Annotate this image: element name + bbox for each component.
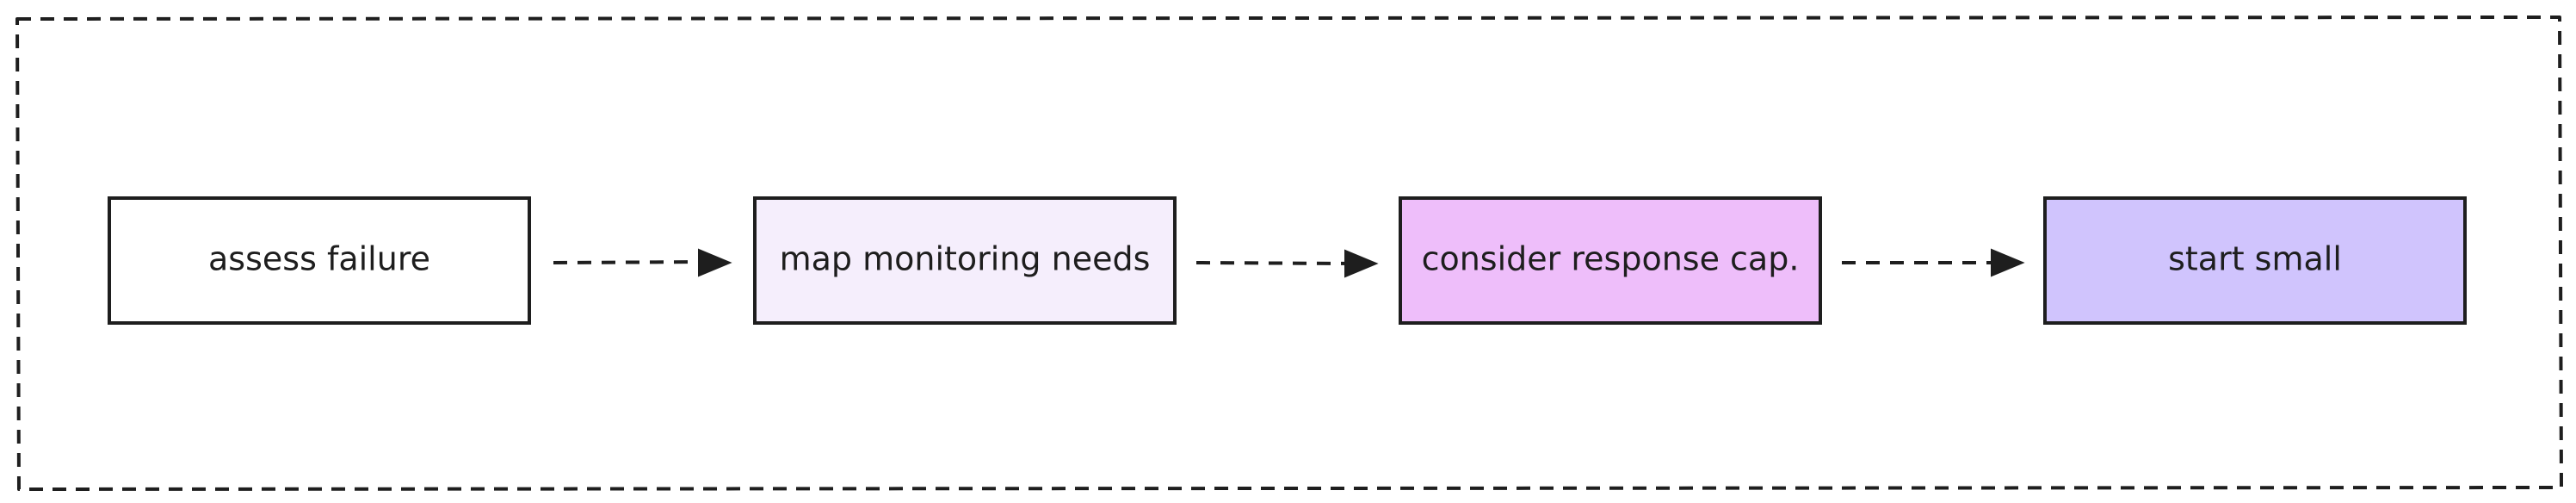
node-label-start-small: start small	[2168, 240, 2342, 278]
node-box-sketch-assess-failure	[108, 196, 531, 325]
node-assess-failure[interactable]: assess failure	[108, 196, 531, 325]
arrowhead-assess-to-map	[698, 248, 732, 277]
node-label-consider-response-cap: consider response cap.	[1422, 240, 1800, 278]
node-box-sketch-start-small	[2043, 196, 2467, 325]
arrowhead-consider-to-start	[1991, 248, 2025, 277]
node-box-sketch-consider-response-cap	[1399, 196, 1822, 325]
node-label-assess-failure: assess failure	[208, 240, 430, 278]
edge-map-to-consider	[1195, 249, 1379, 278]
node-box-sketch-map-monitoring-needs	[753, 196, 1177, 325]
node-consider-response-cap[interactable]: consider response cap.	[1399, 196, 1822, 325]
arrowhead-map-to-consider	[1344, 249, 1379, 278]
edge-line-map-to-consider	[1195, 261, 1356, 265]
node-map-monitoring-needs[interactable]: map monitoring needs	[753, 196, 1177, 325]
node-box-consider-response-cap	[1399, 196, 1822, 325]
node-label-map-monitoring-needs: map monitoring needs	[780, 240, 1151, 278]
node-box-assess-failure	[108, 196, 531, 325]
edge-line-assess-to-map	[553, 260, 710, 264]
edge-consider-to-start	[1842, 248, 2025, 277]
edge-assess-to-map	[553, 248, 732, 277]
node-box-map-monitoring-needs	[753, 196, 1177, 325]
node-start-small[interactable]: start small	[2043, 196, 2467, 325]
